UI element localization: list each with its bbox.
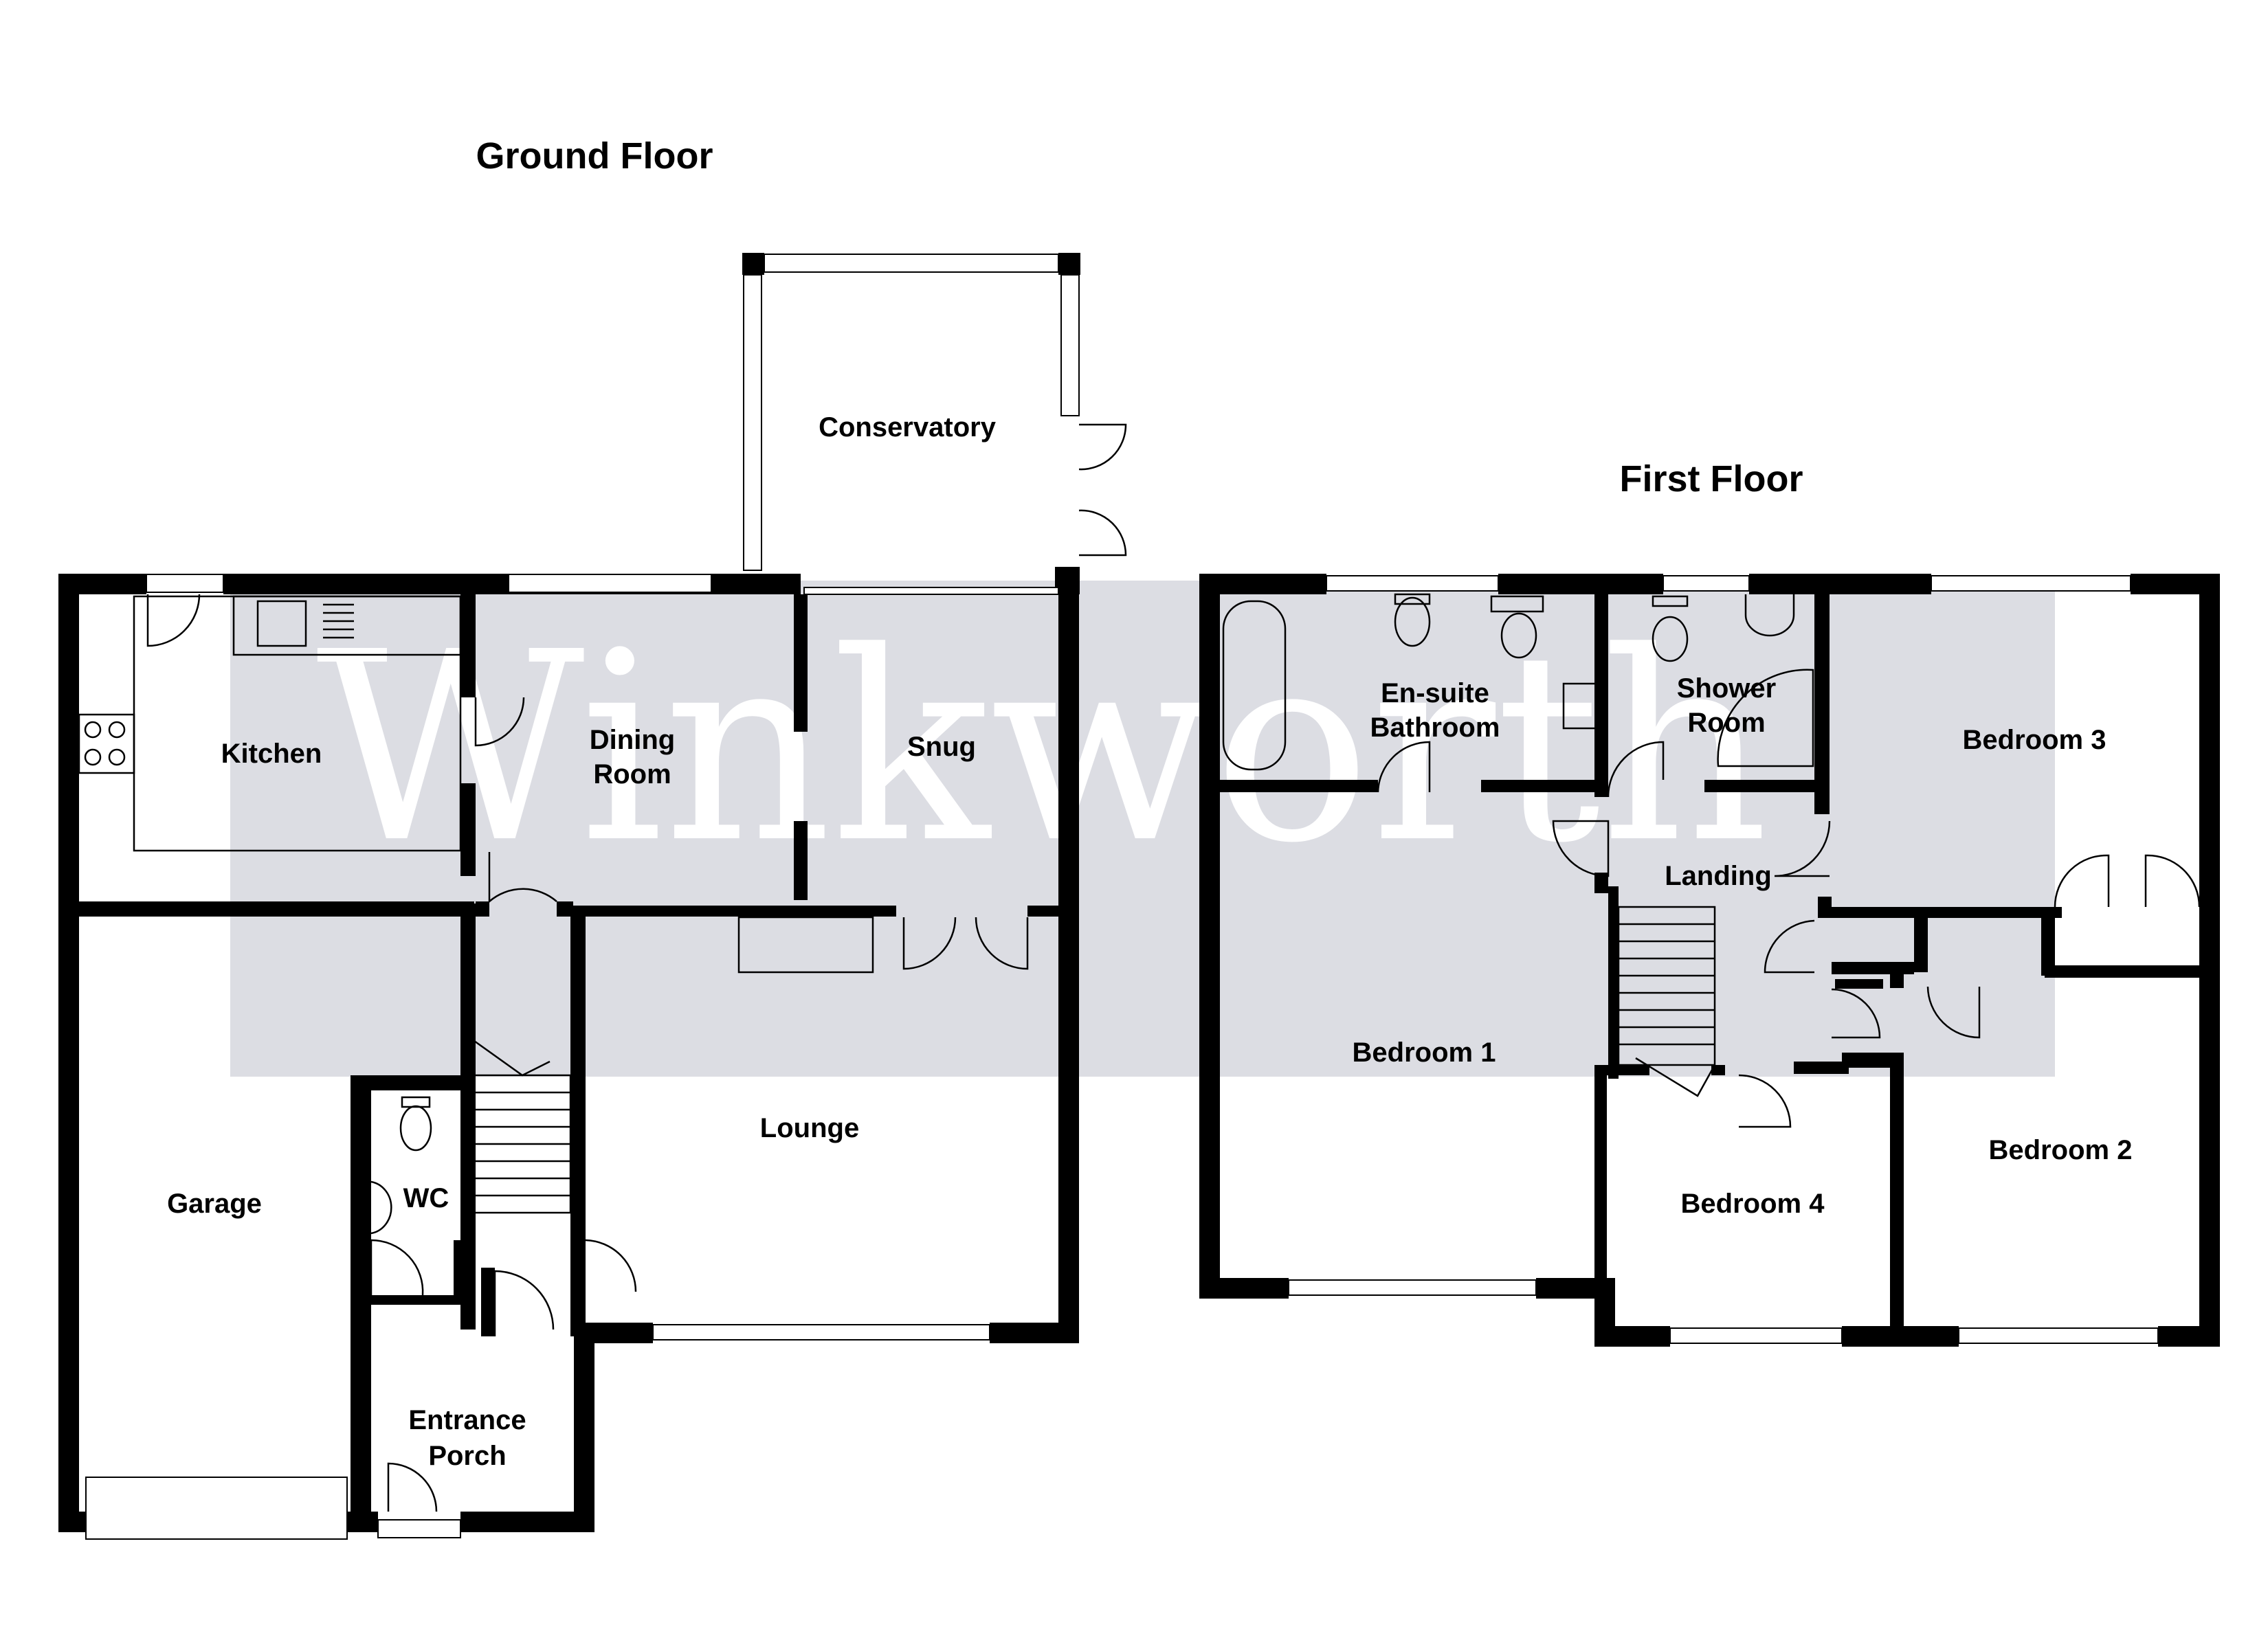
fireplace (737, 916, 874, 974)
ground-stairs (473, 1040, 572, 1214)
ground-outer-walls (58, 567, 1080, 1532)
room-label-ensuite-1: En-suite (1381, 678, 1489, 708)
ground-floor: Ground Floor Conservatory Kitchen Dining… (58, 135, 1127, 1540)
ground-floor-title: Ground Floor (476, 135, 713, 177)
room-label-porch-1: Entrance (408, 1405, 526, 1435)
room-label-porch-2: Porch (428, 1441, 506, 1471)
first-stairs (1617, 906, 1716, 1097)
room-label-wc: WC (403, 1183, 449, 1213)
sink-icon (256, 600, 307, 647)
room-label-dining-1: Dining (590, 725, 675, 755)
first-fixtures (1222, 593, 1814, 1097)
room-label-bedroom-3: Bedroom 3 (1963, 725, 2106, 755)
shower-tray-icon (1717, 669, 1814, 767)
first-floor: First Floor En-suite Bathroom Shower Roo… (1199, 458, 2220, 1347)
room-label-bedroom-4: Bedroom 4 (1681, 1189, 1825, 1219)
room-label-landing: Landing (1665, 861, 1772, 891)
watermark-band (230, 581, 2055, 1077)
toilet-icon (399, 1105, 432, 1152)
ensuite-toilet-icon (1394, 596, 1431, 647)
room-label-ensuite-2: Bathroom (1370, 713, 1500, 743)
room-label-shower-1: Shower (1677, 673, 1776, 704)
ground-doors (146, 594, 1029, 1512)
room-label-bedroom-1: Bedroom 1 (1353, 1037, 1496, 1068)
ground-fixtures (78, 595, 874, 1235)
room-label-bedroom-2: Bedroom 2 (1989, 1135, 2133, 1165)
room-label-kitchen: Kitchen (221, 739, 322, 769)
shower-basin-icon (1744, 594, 1795, 637)
ground-interior-walls (69, 594, 1058, 1336)
ensuite-basin-icon (1562, 682, 1598, 730)
bath-icon (1222, 600, 1287, 771)
room-label-conservatory: Conservatory (819, 412, 997, 442)
ground-windows (85, 574, 1059, 1540)
room-label-shower-2: Room (1687, 708, 1765, 738)
room-label-dining-2: Room (593, 759, 671, 789)
drainer-icon (323, 603, 354, 639)
room-label-garage: Garage (167, 1189, 262, 1219)
conservatory-walls (742, 253, 1127, 571)
basin-icon (370, 1180, 392, 1235)
first-outer-walls (1199, 574, 2220, 1347)
first-doors (1377, 741, 2201, 1128)
hob-icon (78, 713, 135, 774)
room-label-lounge: Lounge (760, 1113, 859, 1143)
shower-toilet-icon (1652, 616, 1689, 662)
first-interior-walls (1220, 594, 2199, 1347)
watermark-text: Winkworth (316, 596, 1769, 900)
first-floor-title: First Floor (1620, 458, 1803, 500)
room-label-snug: Snug (907, 732, 976, 762)
first-windows (1288, 575, 2159, 1344)
